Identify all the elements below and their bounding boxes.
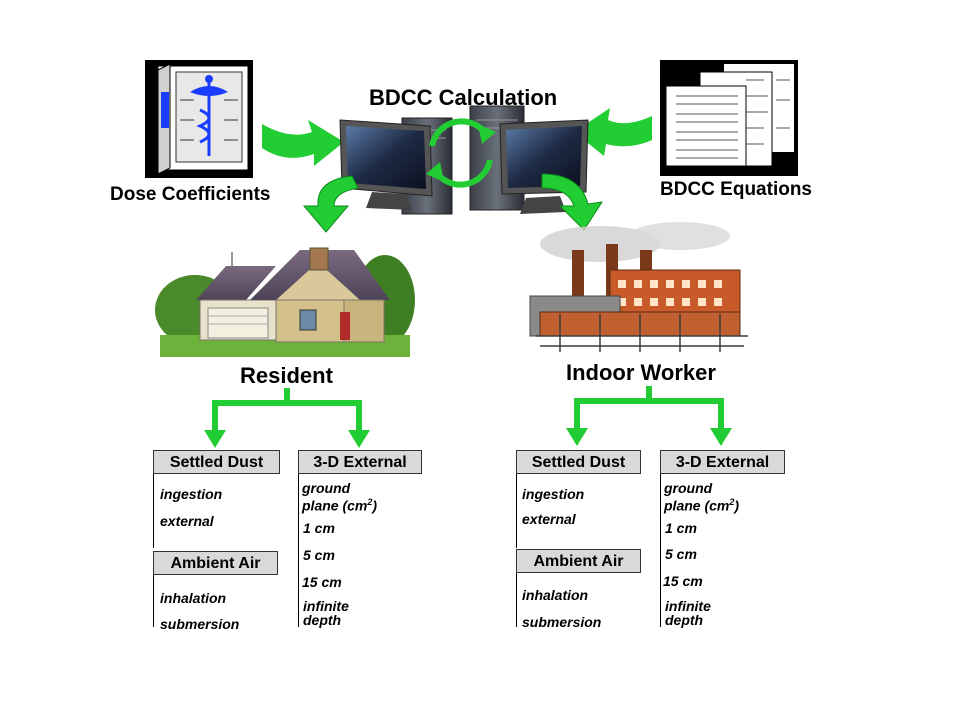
resident-settled-dust-box: Settled Dust [153, 450, 280, 474]
bdcc-calculation-title: BDCC Calculation [369, 85, 558, 110]
resident-depth-item: depth [303, 612, 342, 628]
worker-ambient-air-bracket [516, 573, 517, 627]
worker-settled-dust-box: Settled Dust [516, 450, 641, 474]
resident-3d-external-box: 3-D External [298, 450, 422, 474]
dose-coefficients-book-icon [145, 60, 253, 178]
resident-title: Resident [240, 363, 333, 388]
worker-ingestion-item: ingestion [522, 486, 585, 502]
worker-inhalation-item: inhalation [522, 587, 589, 603]
resident-submersion-item: submersion [160, 616, 240, 632]
worker-submersion-item: submersion [522, 614, 602, 630]
resident-branch-arrows [204, 388, 370, 448]
resident-external-item: external [160, 513, 214, 529]
worker-1cm-item: 1 cm [665, 520, 697, 536]
worker-external-item: external [522, 511, 576, 527]
worker-depth-item: depth [665, 612, 704, 628]
resident-ingestion-item: ingestion [160, 486, 223, 502]
bdcc-equations-label: BDCC Equations [660, 179, 812, 200]
resident-ambient-air-bracket [153, 575, 154, 627]
worker-ground-item: ground [664, 480, 713, 496]
house-image [155, 247, 415, 357]
resident-settled-dust-bracket [153, 474, 154, 548]
resident-ground-plane-item: plane (cm2) [302, 497, 378, 514]
worker-ground-plane-item: plane (cm2) [664, 497, 740, 514]
dose-coefficients-label: Dose Coefficients [110, 184, 271, 205]
worker-3d-external-bracket [660, 474, 661, 627]
resident-ambient-air-box: Ambient Air [153, 551, 278, 575]
resident-3d-external-bracket [298, 474, 299, 627]
factory-image [529, 222, 748, 352]
worker-15cm-item: 15 cm [663, 573, 703, 589]
arrow-to-resident [302, 175, 359, 233]
worker-infinite-item: infinite [665, 598, 711, 614]
resident-ground-item: ground [302, 480, 351, 496]
arrow-from-dose-icon [262, 120, 344, 166]
resident-inhalation-item: inhalation [160, 590, 227, 606]
worker-settled-dust-bracket [516, 474, 517, 548]
worker-ambient-air-box: Ambient Air [516, 549, 641, 573]
computer-left-icon [339, 117, 453, 215]
arrow-from-equations-icon [574, 108, 652, 156]
bdcc-equations-document-icon [660, 60, 798, 176]
computer-right-icon [469, 105, 589, 214]
resident-1cm-item: 1 cm [303, 520, 335, 536]
indoor-worker-branch-arrows [566, 386, 732, 446]
resident-infinite-item: infinite [303, 598, 349, 614]
worker-5cm-item: 5 cm [665, 546, 697, 562]
worker-3d-external-box: 3-D External [660, 450, 785, 474]
indoor-worker-title: Indoor Worker [566, 360, 716, 385]
resident-5cm-item: 5 cm [303, 547, 335, 563]
resident-15cm-item: 15 cm [302, 574, 342, 590]
